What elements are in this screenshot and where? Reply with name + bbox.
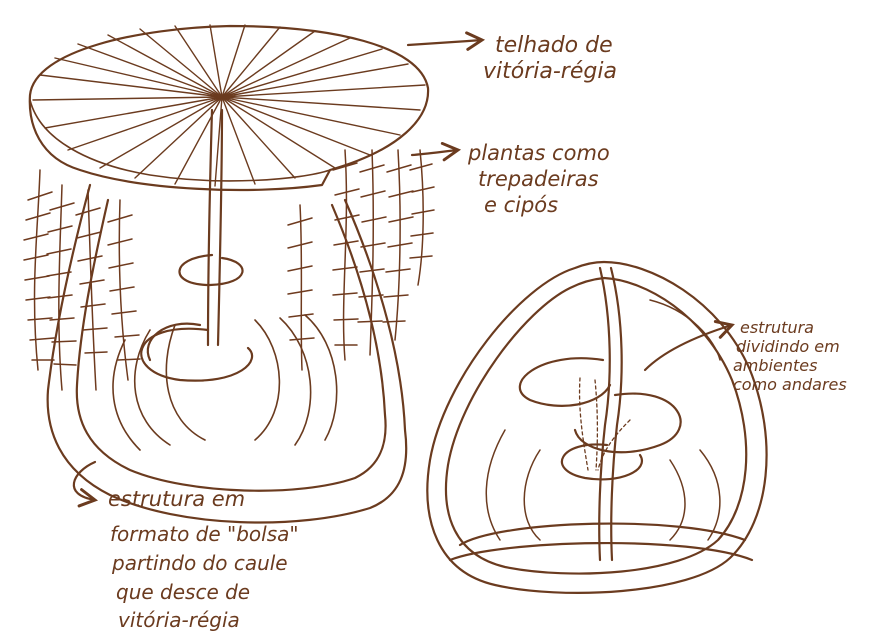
structure-label-line4: como andares bbox=[733, 375, 847, 394]
annotation-structure: estrutura dividindo em ambientes como an… bbox=[733, 318, 847, 394]
plants-label-line3: e cipós bbox=[484, 193, 558, 217]
arrow-roof bbox=[408, 40, 482, 45]
structure-label-line2: dividindo em bbox=[736, 337, 840, 356]
bag-label-line2: formato de "bolsa" bbox=[110, 522, 299, 546]
structure-label-line3: ambientes bbox=[733, 356, 817, 375]
bag-label-line5: vitória-régia bbox=[118, 608, 240, 632]
plants-label-line2: trepadeiras bbox=[478, 167, 599, 191]
annotation-roof: telhado de vitória-régia bbox=[483, 33, 617, 84]
structure-label-line1: estrutura bbox=[740, 318, 814, 337]
roof-label-line2: vitória-régia bbox=[483, 59, 617, 84]
annotation-bag: estrutura em formato de "bolsa" partindo… bbox=[108, 487, 299, 632]
bag-label-line3: partindo do caule bbox=[111, 551, 288, 575]
bag-interior-lines bbox=[113, 315, 337, 450]
bag-label-line4: que desce de bbox=[116, 580, 250, 604]
arrow-structure bbox=[645, 325, 732, 370]
arrow-plants bbox=[412, 150, 458, 155]
bag-label-line1: estrutura em bbox=[108, 487, 245, 511]
roof-ribs bbox=[33, 25, 425, 186]
stem-spiral-stair bbox=[141, 110, 252, 381]
water-lily-roof bbox=[30, 26, 428, 190]
hanging-vines bbox=[24, 150, 434, 390]
annotation-plants: plantas como trepadeiras e cipós bbox=[467, 141, 610, 217]
roof-label-line1: telhado de bbox=[495, 33, 613, 58]
arrow-bag bbox=[74, 462, 95, 500]
teardrop-interior-lines bbox=[486, 300, 720, 540]
bag-structure-outer bbox=[48, 185, 407, 523]
plants-label-line1: plantas como bbox=[467, 141, 610, 165]
teardrop-spiral-floors bbox=[520, 358, 681, 479]
